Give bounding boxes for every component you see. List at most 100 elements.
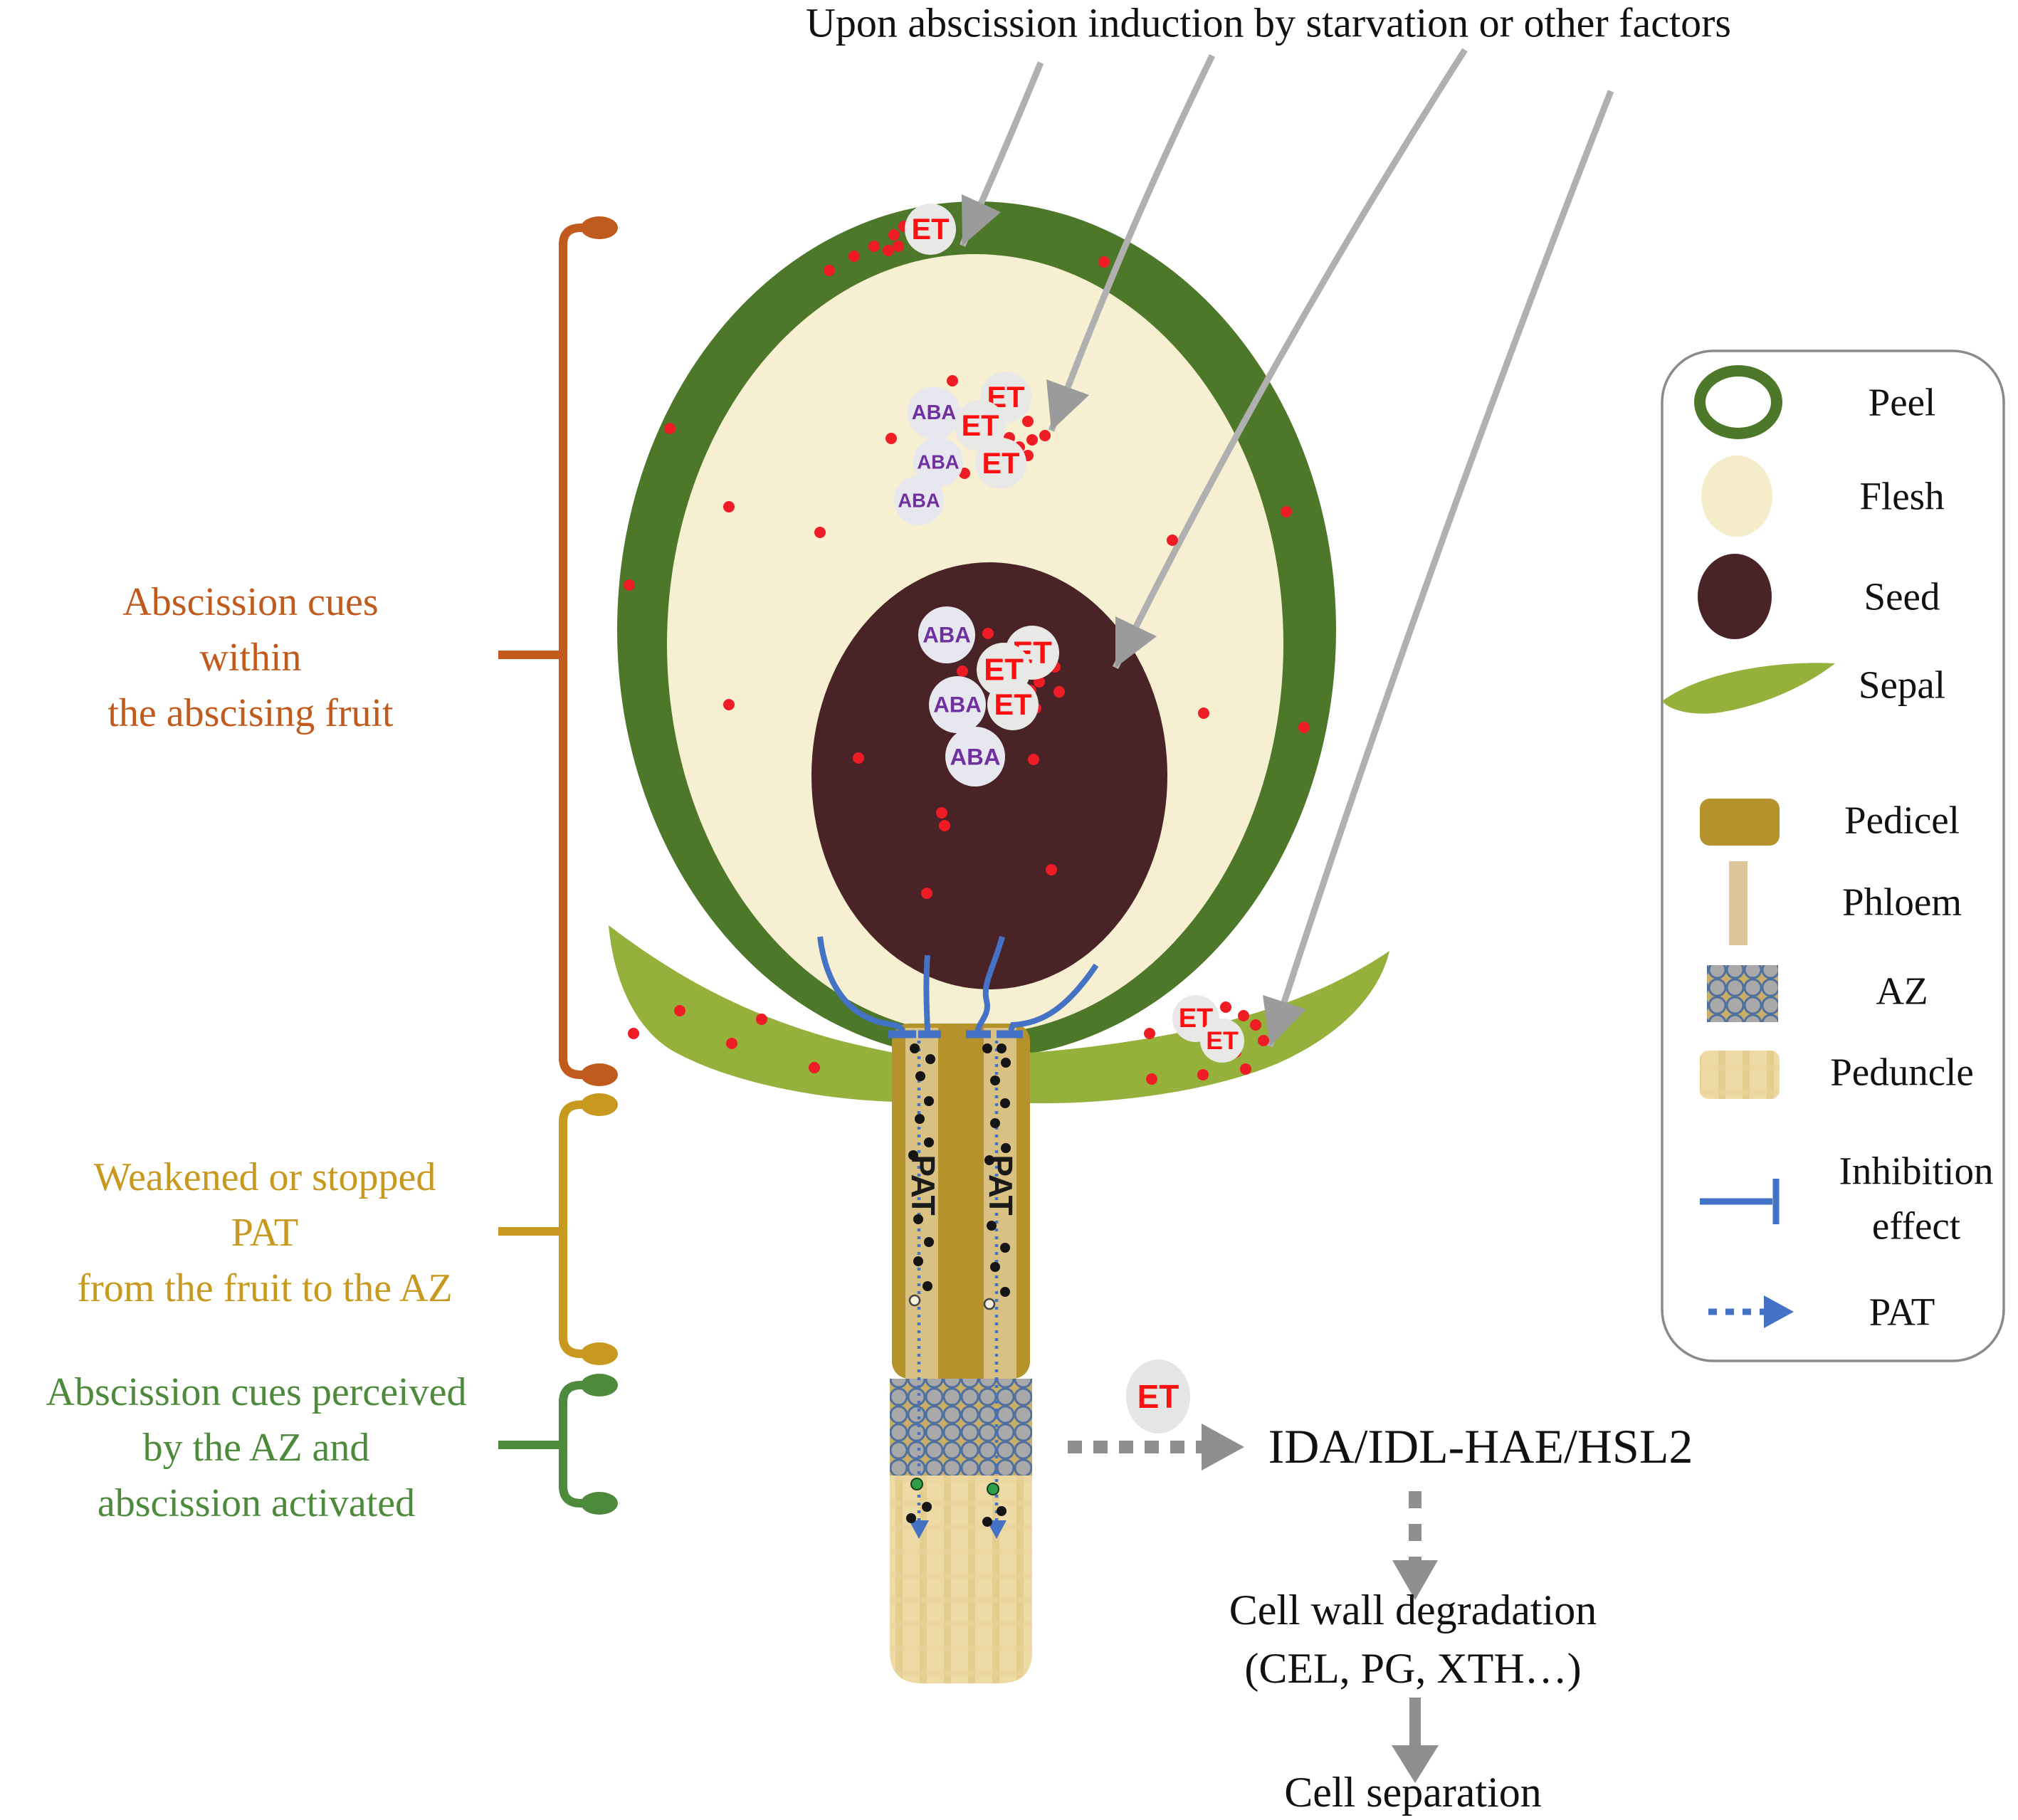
legend-label-peel: Peel <box>1869 381 1936 424</box>
red-dot <box>982 628 994 639</box>
black-dot <box>910 1043 920 1053</box>
black-dot <box>990 1118 1000 1128</box>
red-dot <box>947 375 958 386</box>
receptor-label: IDA/IDL-HAE/HSL2 <box>1268 1419 1693 1473</box>
legend-inhibition-icon <box>1700 1179 1780 1224</box>
red-dot <box>853 752 864 764</box>
hormone-marker-label: ET <box>994 688 1032 721</box>
bracket-weakened-pat <box>498 1093 618 1365</box>
sepal-right <box>998 951 1389 1103</box>
black-dot <box>924 1096 934 1106</box>
black-dot <box>987 1221 997 1231</box>
red-dot <box>664 423 676 434</box>
black-dot <box>925 1054 935 1064</box>
bracket-dot <box>581 1492 618 1515</box>
legend-peduncle-icon <box>1700 1051 1780 1099</box>
legend-label-sepal: Sepal <box>1859 663 1945 707</box>
hormone-marker-label: ET <box>982 447 1020 480</box>
red-dot <box>921 888 932 899</box>
red-dot <box>1146 1073 1157 1085</box>
hormone-marker-circle <box>945 727 1005 787</box>
red-dot <box>957 666 968 677</box>
bracket-hook <box>559 1336 592 1358</box>
red-dot <box>1220 1001 1231 1013</box>
bracket-hook <box>559 1485 592 1508</box>
hormone-marker-circle <box>975 438 1026 489</box>
red-dot <box>814 527 826 538</box>
hormone-marker-circle <box>929 676 986 733</box>
inhibition-line-3 <box>975 935 1005 1031</box>
hormone-marker-et: ET <box>975 438 1026 489</box>
red-dot <box>1053 686 1065 698</box>
hormone-marker-aba: ABA <box>945 727 1005 787</box>
hormone-marker-circle <box>918 606 975 663</box>
open-dot <box>983 1298 996 1310</box>
black-dot <box>990 1075 1000 1085</box>
red-dot <box>959 468 970 479</box>
legend-flesh-icon <box>1701 456 1772 537</box>
red-dot <box>824 265 835 276</box>
inhibition-lines <box>817 935 1099 1038</box>
red-dot <box>848 251 860 262</box>
black-dot <box>990 1262 1000 1272</box>
hormone-marker-circle <box>894 475 944 525</box>
red-dot <box>1258 1035 1269 1046</box>
bracket-hook <box>559 1381 592 1403</box>
bracket-cues-perceived <box>498 1374 618 1515</box>
legend-phloem-icon <box>1729 861 1748 945</box>
left-label-line: abscission activated <box>98 1481 415 1525</box>
black-dot <box>997 1506 1007 1516</box>
left-label-line: Abscission cues <box>122 580 378 624</box>
legend-label-pat: PAT <box>1869 1290 1935 1334</box>
green-dot <box>987 1483 999 1495</box>
hormone-marker-label: ET <box>912 213 950 246</box>
hormone-marker-et: ET <box>1172 995 1219 1042</box>
hormone-marker-circle <box>908 386 960 439</box>
induction-arrows <box>959 48 1614 1048</box>
red-dot <box>723 501 735 512</box>
red-dot <box>1298 722 1310 733</box>
red-dot <box>628 1028 639 1039</box>
left-label-line: PAT <box>231 1211 298 1255</box>
black-dot <box>906 1513 916 1523</box>
legend: Peel Flesh Seed Sepal Pedicel Phloem AZ … <box>1661 349 2005 1362</box>
black-dot <box>913 1256 923 1266</box>
degradation-label-1: Cell wall degradation <box>1229 1587 1597 1634</box>
red-dot <box>885 433 897 444</box>
hormone-marker-et: ET <box>955 400 1006 451</box>
legend-label-az: AZ <box>1876 969 1928 1013</box>
legend-peel-icon <box>1694 365 1782 439</box>
legend-label-peduncle: Peduncle <box>1830 1051 1974 1094</box>
hormone-marker-et: ET <box>987 679 1039 730</box>
bracket-abscission-cues <box>498 216 618 1086</box>
black-dot <box>913 1214 923 1224</box>
hormone-marker-aba: ABA <box>918 606 975 663</box>
et-trigger-label: ET <box>1137 1378 1179 1415</box>
red-dot <box>1026 434 1038 446</box>
inhibition-line-2 <box>923 954 930 1031</box>
bracket-dot <box>581 1342 618 1365</box>
red-dot <box>756 1014 767 1025</box>
induction-arrow-head-2 <box>1046 379 1089 431</box>
hormone-marker-label: ET <box>1206 1026 1239 1055</box>
hormone-marker-aba: ABA <box>908 386 960 439</box>
induction-arrow-shaft-2 <box>1048 54 1216 432</box>
left-label-line: within <box>199 636 301 680</box>
pathway-dashed-arrow-1-head <box>1202 1424 1244 1471</box>
bracket-dot <box>581 216 618 239</box>
left-label-line: the abscising fruit <box>107 691 394 735</box>
hormone-marker-label: ABA <box>923 623 971 648</box>
legend-label-inhibition-1: Inhibition <box>1839 1150 1994 1193</box>
sepal-left <box>609 925 934 1103</box>
red-dot <box>883 245 894 256</box>
black-dot <box>924 1237 934 1247</box>
red-dot <box>1028 754 1039 765</box>
legend-label-pedicel: Pedicel <box>1844 799 1960 842</box>
left-label-line: Abscission cues perceived <box>46 1370 467 1414</box>
black-dot <box>908 1150 918 1160</box>
pathway-solid-arrow-head <box>1392 1745 1439 1783</box>
hormone-marker-label: ET <box>962 409 999 442</box>
inhibition-line-1 <box>817 936 905 1031</box>
red-dot <box>723 699 735 710</box>
induction-arrow-shaft-3 <box>1112 48 1468 670</box>
